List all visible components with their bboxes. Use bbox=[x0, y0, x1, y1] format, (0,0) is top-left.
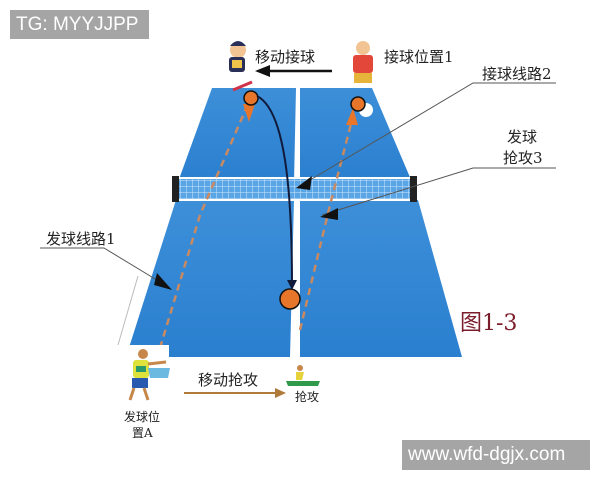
leader-serve-attack bbox=[321, 167, 556, 216]
move-receive-arrow bbox=[255, 65, 270, 77]
player-bottom-left-icon bbox=[117, 345, 170, 405]
net-post-right bbox=[410, 176, 417, 202]
label-serve-attack-line1: 发球 bbox=[507, 128, 538, 146]
net-post-left bbox=[172, 176, 179, 202]
label-serve-attack-line2: 抢攻3 bbox=[503, 149, 543, 167]
paddle-mark bbox=[232, 80, 253, 92]
label-serve-route: 发球线路1 bbox=[46, 230, 116, 248]
table-far-right bbox=[300, 88, 412, 182]
label-move-attack: 移动抢攻 bbox=[198, 371, 259, 389]
leader-receive-route bbox=[299, 82, 556, 187]
table-near-right bbox=[300, 200, 462, 357]
label-receive-route: 接球线路2 bbox=[482, 65, 552, 83]
ball-attack bbox=[279, 288, 301, 310]
figure-label: 图1-3 bbox=[460, 311, 518, 336]
label-receive-position: 接球位置1 bbox=[384, 48, 454, 66]
receive-route-line bbox=[298, 119, 354, 331]
table-near-left bbox=[126, 200, 294, 357]
ball-serve bbox=[243, 90, 259, 106]
label-serve-position-line1: 发球位 bbox=[124, 410, 161, 424]
ball-receive bbox=[350, 96, 366, 112]
net bbox=[178, 178, 414, 200]
table-far-left bbox=[178, 88, 296, 182]
label-move-receive: 移动接球 bbox=[255, 48, 316, 66]
player-attack-icon bbox=[286, 365, 320, 386]
move-receive-curve bbox=[256, 95, 293, 286]
bottom-watermark: www.wfd-dgjx.com bbox=[402, 440, 590, 470]
top-watermark: TG: MYYJJPP bbox=[10, 10, 149, 39]
player-top-right-icon bbox=[353, 41, 373, 83]
serve-route-line bbox=[158, 103, 250, 349]
label-attack: 抢攻 bbox=[295, 390, 320, 404]
leader-serve-route bbox=[40, 247, 171, 289]
label-serve-position-line2: 置A bbox=[132, 426, 153, 440]
player-top-left-icon bbox=[229, 41, 246, 72]
